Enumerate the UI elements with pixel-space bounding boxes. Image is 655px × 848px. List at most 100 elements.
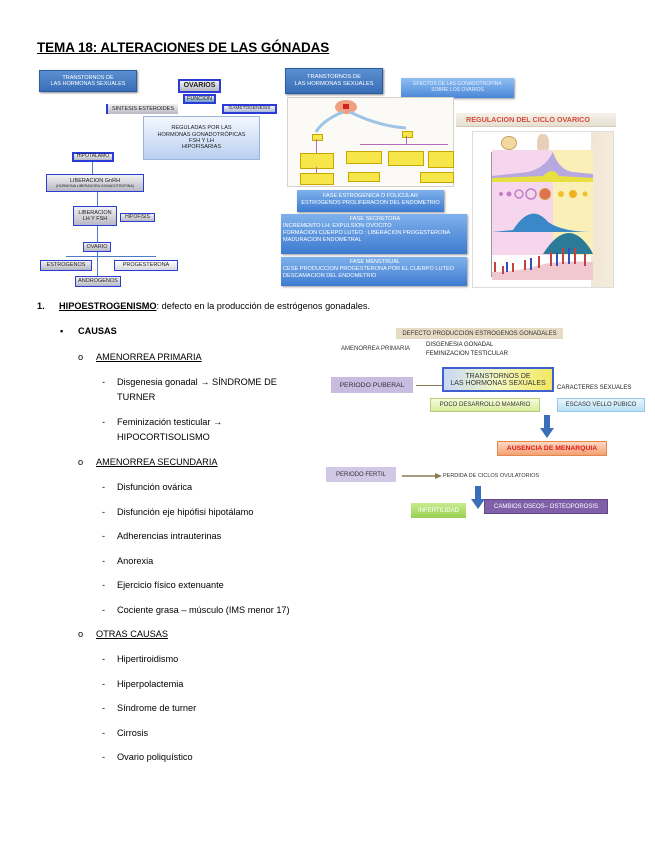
liberacion-gnrh-sub: (HORMONA LIBERADORA GONADOTROPINA) — [56, 184, 134, 189]
fase-secretora-line2: FORMACION CUERPO LUTEO : LIBERACION PROG… — [283, 229, 451, 236]
map-banner-line1: TRANSTORNOS DE — [62, 74, 114, 81]
dash: - — [102, 417, 106, 427]
reguladas-line2: HORMONAS GONADOTRÓPICAS — [157, 131, 246, 138]
dash: - — [102, 556, 106, 566]
list-item: Ejercicio físico extenuante — [117, 580, 224, 590]
fase-secretora-box: FASE SECRETORA INCREMENTO LH: EXPULSION … — [281, 214, 467, 254]
pituitary-section-icon — [537, 134, 549, 154]
funcion-box: FUNCION — [183, 94, 216, 104]
effect-box — [348, 172, 380, 182]
list-item: Cirrosis — [117, 728, 149, 738]
section-number: 1. — [37, 301, 45, 311]
connector — [66, 256, 156, 257]
right-arrow-icon — [402, 473, 442, 479]
fsh-box — [312, 134, 323, 141]
sintesis-box: SINTESIS ESTEROIDES — [106, 104, 178, 114]
fase-estrogenica-box: FASE ESTROGENICA O FOLICULAR ESTROGENOS … — [297, 190, 444, 212]
fase-secretora-line1: INCREMENTO LH: EXPULSION OVOCITO — [283, 222, 392, 229]
list-item: Disfunción eje hipófisi hipotálamo — [117, 507, 254, 517]
connector — [360, 144, 448, 145]
connector — [416, 385, 442, 386]
down-arrow-icon — [540, 415, 554, 438]
fase-estrogenica-title: FASE ESTROGENICA O FOLICULAR — [322, 193, 419, 199]
page-title: TEMA 18: ALTERACIONES DE LAS GÓNADAS — [37, 40, 330, 55]
transtornos-box: TRANSTORNOS DE LAS HORMONAS SEXUALES — [442, 367, 554, 392]
reguladas-line1: REGULADAS POR LAS — [171, 125, 232, 132]
fase-secretora-line3: MADURACION ENDOMETRAL — [283, 236, 362, 243]
dash: - — [102, 377, 106, 387]
causas-bullet: • — [60, 326, 64, 336]
transtornos-line1: TRANSTORNOS DE — [465, 372, 531, 380]
cambios-oseos-box: CAMBIOS OSEOS– OSTEOPOROSIS — [484, 499, 608, 514]
feminizacion-label: FEMINIZACION TESTICULAR — [426, 350, 508, 357]
down-arrow-icon — [471, 486, 485, 509]
list-item: Feminización testicular → — [117, 417, 223, 427]
fase-menstrual-line1: CESE PRODUCCION PROGESTERONA POR EL CUER… — [283, 265, 455, 272]
reguladas-line3: FSH Y LH — [189, 138, 214, 144]
liberacion-lh-fsh-box: LIBERACION LH Y FSH — [73, 206, 117, 226]
ovarios-box: OVARIOS — [178, 79, 221, 93]
escaso-vello-box: ESCASO VELLO PUBICO — [557, 398, 645, 412]
ovarian-cycle-image — [472, 131, 614, 288]
infertilidad-box: INFERTILIDAD — [411, 503, 466, 518]
dash: - — [102, 703, 106, 713]
transtornos-line2: LAS HORMONAS SEXUALES — [450, 379, 546, 387]
dash: - — [102, 728, 106, 738]
flow-arrows — [314, 110, 407, 133]
connector — [316, 139, 317, 153]
group-amenorrea-secundaria: AMENORREA SECUNDARIA — [96, 457, 218, 467]
gametogenesis-box: GAMETOGENESIS — [222, 104, 277, 114]
regulacion-title: REGULACION DEL CICLO OVARICO — [466, 115, 590, 124]
gonadotropin-effects-image — [287, 97, 454, 187]
map-banner-line2: LAS HORMONAS SEXUALES — [50, 81, 126, 87]
poco-desarrollo-box: POCO DESARROLLO MAMARIO — [430, 398, 540, 412]
axis-labels — [481, 152, 492, 277]
dash: - — [102, 531, 106, 541]
dash: - — [102, 507, 106, 517]
list-item: Anorexia — [117, 556, 154, 566]
perdida-label: PERDIDA DE CICLOS OVULATORIOS — [443, 473, 540, 479]
group-marker: o — [78, 629, 84, 639]
connector — [97, 252, 98, 276]
reguladas-line4: HIPOFISARIAS — [181, 144, 222, 151]
progesterona-box: PROGESTERONA — [114, 260, 178, 271]
group-otras-causas: OTRAS CAUSAS — [96, 629, 168, 639]
connector — [316, 167, 317, 173]
slide-banner-line1: TRANSTORNOS DE — [306, 74, 361, 81]
list-item: Hiperpolactemia — [117, 679, 184, 689]
fase-menstrual-line2: DESCAMACION DEL ENDOMETRIO — [283, 272, 377, 279]
defecto-box: DEFECTO PRODUCCION ESTROGENOS GONADALES — [396, 328, 563, 339]
dash: - — [102, 482, 106, 492]
effect-box — [346, 151, 382, 164]
dash: - — [102, 679, 106, 689]
list-item: Adherencias intrauterinas — [117, 531, 222, 541]
group-marker: o — [78, 457, 84, 467]
hipofisis-box: HIPOFISIS — [120, 213, 155, 222]
brain-section-icon — [501, 136, 517, 150]
slide-banner-line2: LAS HORMONAS SEXUALES — [294, 81, 374, 87]
list-item-cont: HIPOCORTISOLISMO — [117, 432, 210, 442]
list-item: Disgenesia gonadal → SÍNDROME DE — [117, 377, 277, 387]
list-item: Hipertiroidismo — [117, 654, 179, 664]
list-item: Cociente grasa – músculo (IMS menor 17) — [117, 605, 290, 615]
estrogenos-box: ESTROGENOS — [40, 260, 92, 271]
effect-box — [300, 153, 334, 169]
androgenos-box: ANDROGENOS — [75, 276, 121, 287]
list-item: Disfunción ovárica — [117, 482, 193, 492]
liberacion-lh-line1: LIBERACION — [78, 209, 112, 216]
image-edge — [591, 132, 613, 287]
fase-estrogenica-desc: ESTROGENOS PROLIFERACION DEL ENDOMETRIO — [301, 199, 440, 206]
section-heading-line: HIPOESTROGENISMO: defecto en la producci… — [59, 301, 370, 311]
liberacion-gnrh-label: LIBERACION GnRH — [69, 177, 121, 184]
dash: - — [102, 605, 106, 615]
fase-secretora-title: FASE SECRETORA — [349, 216, 401, 222]
map-banner: TRANSTORNOS DE LAS HORMONAS SEXUALES — [39, 70, 137, 92]
pituitary-icon — [343, 104, 349, 109]
cycle-curves — [492, 152, 593, 280]
effect-box — [388, 151, 424, 166]
effect-box — [428, 151, 454, 168]
fase-menstrual-title: FASE MENSTRUAL — [349, 259, 401, 265]
slide-banner: TRANSTORNOS DE LAS HORMONAS SEXUALES — [285, 68, 383, 94]
hipotalamo-box: HIPOTALAMO — [72, 152, 114, 162]
connector — [92, 162, 93, 174]
